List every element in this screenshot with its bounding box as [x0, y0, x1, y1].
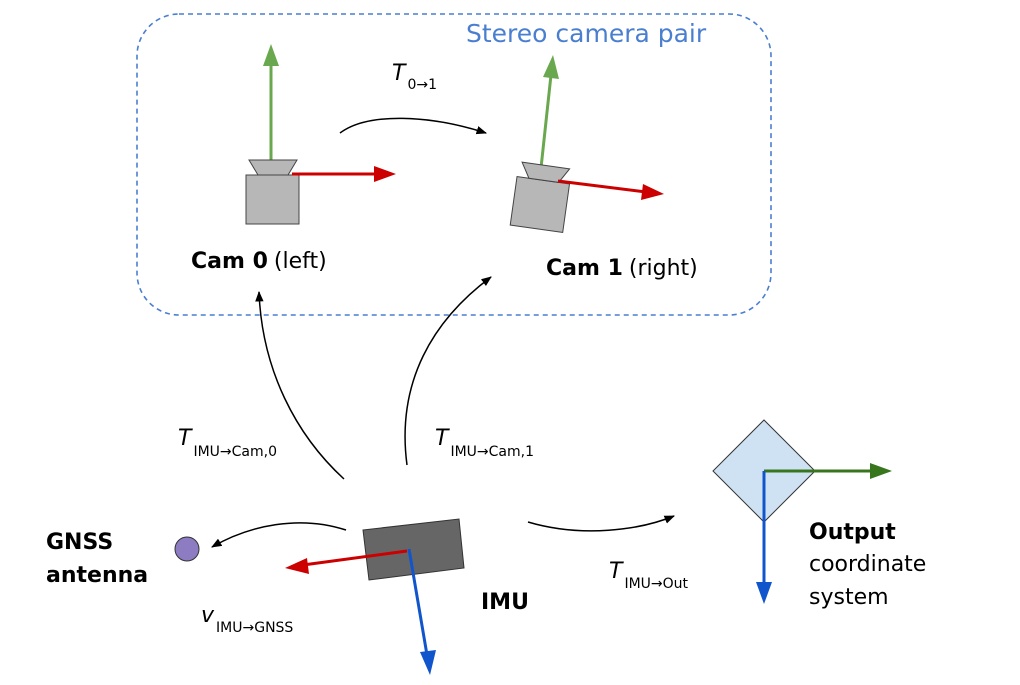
imu-body: [362, 518, 465, 581]
cam0-lens: [248, 159, 298, 176]
imu-cam1-arrow: [404, 276, 492, 466]
cam1-body: [509, 176, 571, 234]
imu-gnss-arrow: [211, 522, 347, 548]
t01-arrow: [339, 117, 487, 135]
cam0-camera-icon: [245, 44, 396, 225]
output-z-axis-head: [756, 582, 772, 604]
imu-cam0-arrow: [255, 290, 345, 480]
cam0-body: [245, 174, 300, 225]
stereo-group-box: [136, 13, 772, 316]
imu-x-axis-head: [285, 558, 309, 574]
output-frame-icon: [712, 419, 892, 604]
cam0-y-axis-head: [263, 44, 279, 66]
imu-z-axis-head: [420, 650, 436, 675]
cam1-label: Cam 1(right): [546, 256, 698, 281]
cam1-y-axis-head: [543, 55, 559, 79]
imu-label: IMU: [481, 590, 529, 615]
output-x-axis-head: [870, 463, 892, 479]
imu-x-axis: [302, 549, 408, 567]
imu-z-axis: [407, 548, 429, 656]
gnss-antenna-dot: [174, 536, 200, 562]
imu-icon: [285, 518, 465, 675]
imu-out-arrow: [527, 515, 675, 532]
cam1-x-axis: [557, 179, 647, 194]
output-label: Output coordinate system: [809, 520, 933, 610]
imu-cam1-label: TIMU→Cam,1: [435, 426, 534, 460]
cam1-y-axis: [539, 74, 553, 169]
cam1-camera-icon: [509, 55, 664, 234]
gnss-label: GNSS antenna: [46, 530, 148, 588]
imu-cam0-label: TIMU→Cam,0: [178, 426, 277, 460]
cam0-x-axis-head: [374, 166, 396, 182]
cam1-x-axis-head: [641, 184, 664, 200]
cam0-label: Cam 0(left): [191, 249, 327, 274]
stereo-group-title: Stereo camera pair: [466, 19, 707, 48]
